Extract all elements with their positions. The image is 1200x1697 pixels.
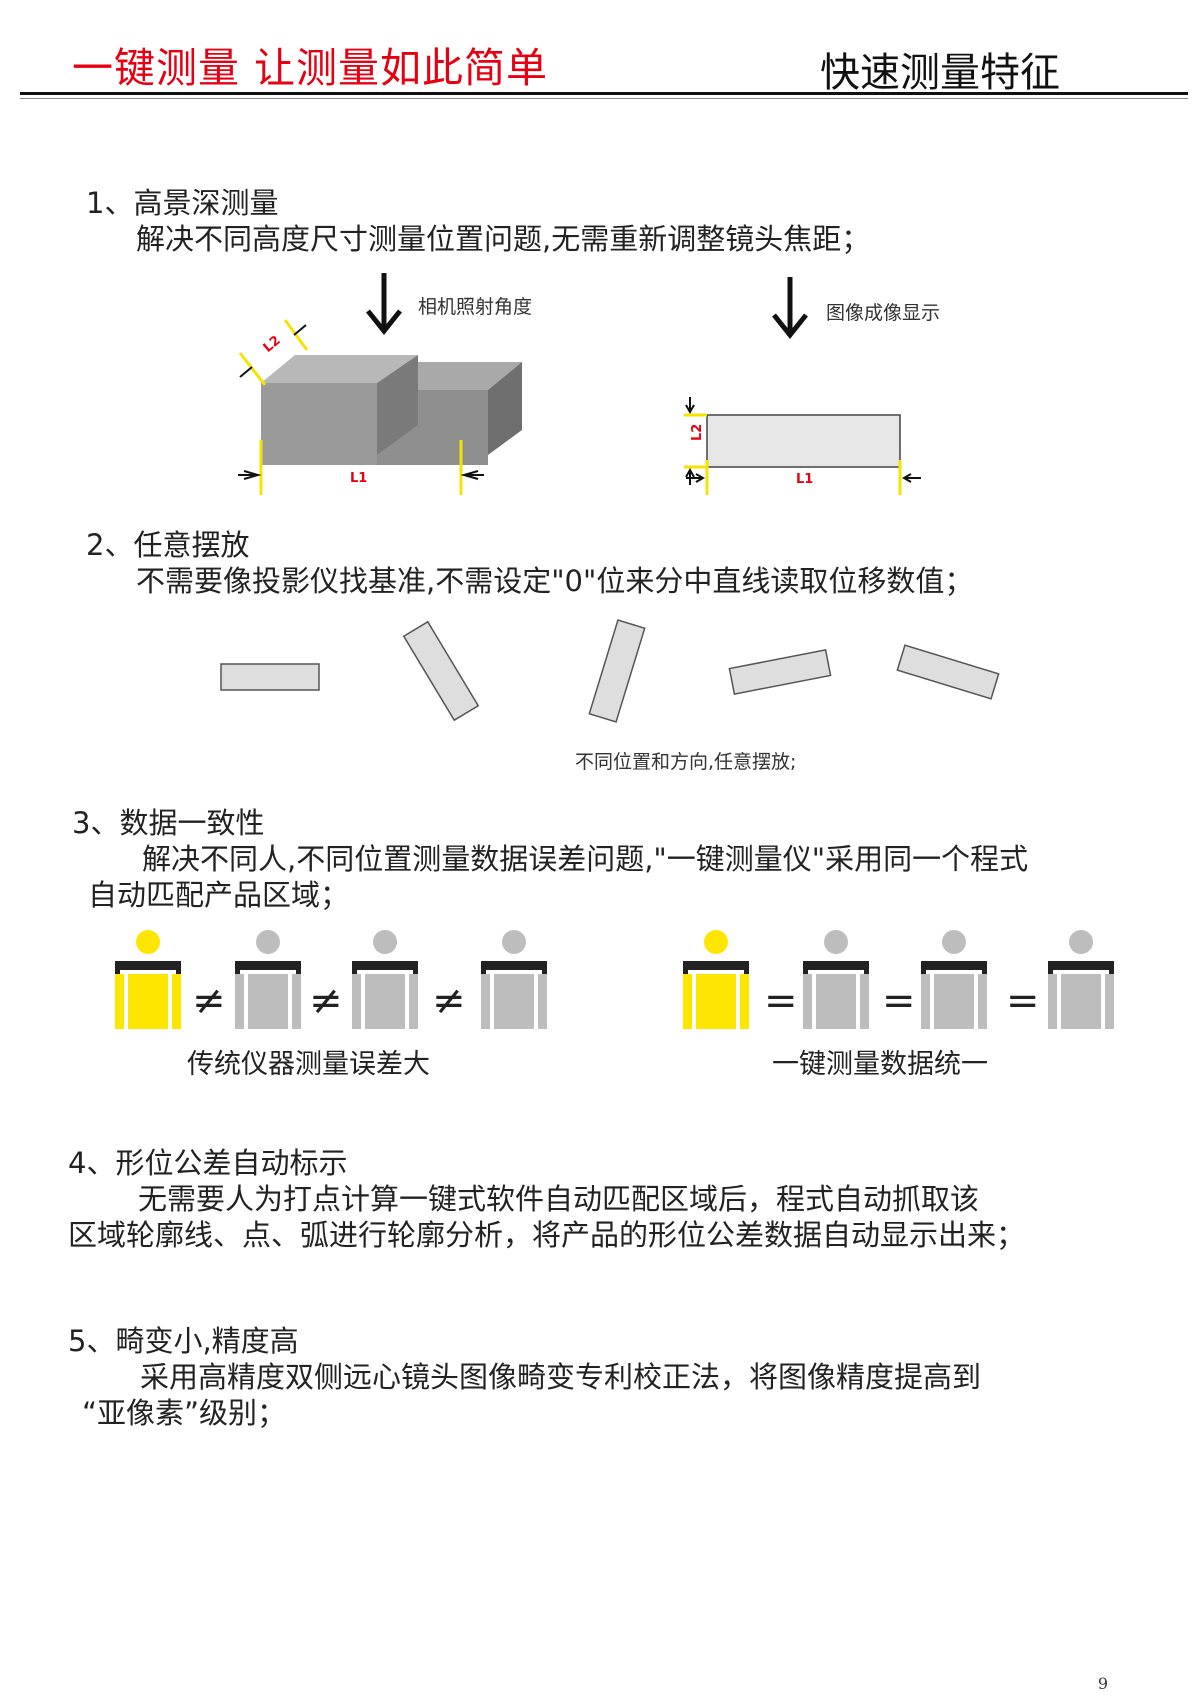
- equal-sign-1: =: [764, 978, 798, 1024]
- depth-of-field-figure: 相机照射角度 L1 L2 图像成像显示: [238, 273, 940, 495]
- camera-arrow-icon: [366, 273, 402, 336]
- dim-l1-label-right: L1: [796, 472, 813, 487]
- section-5-heading: 5、畸变小,精度高: [68, 1324, 299, 1358]
- header-right-title: 快速测量特征: [820, 50, 1060, 96]
- traditional-error-caption: 传统仪器测量误差大: [187, 1049, 430, 1080]
- person-icon: [921, 930, 987, 1029]
- page-number: 9: [1097, 1674, 1108, 1693]
- section-1-heading: 1、高景深测量: [86, 186, 279, 220]
- stepped-block-3d: [261, 355, 522, 465]
- section-4-body-line-2: 区域轮廓线、点、弧进行轮廓分析，将产品的形位公差数据自动显示出来；: [68, 1218, 1026, 1252]
- section-4-heading: 4、形位公差自动标示: [68, 1146, 348, 1180]
- section-2-body: 不需要像投影仪找基准,不需设定"0"位来分中直线读取位移数值；: [136, 564, 974, 598]
- dim-l1-label-left: L1: [350, 471, 367, 486]
- header-divider-thin: [20, 98, 1188, 99]
- section-3-body-line-1: 解决不同人,不同位置测量数据误差问题,"一键测量仪"采用同一个程式: [142, 842, 1029, 876]
- section-3-heading: 3、数据一致性: [72, 806, 265, 840]
- not-equal-sign-3: ≠: [432, 978, 466, 1024]
- part-rect-5: [896, 644, 1000, 700]
- consistency-figure: ≠ ≠ ≠ = = =: [115, 930, 1114, 1029]
- part-rect-3: [588, 619, 646, 723]
- part-rect-4: [728, 649, 832, 695]
- placement-caption: 不同位置和方向,任意摆放;: [575, 751, 797, 773]
- unified-data-caption: 一键测量数据统一: [772, 1049, 988, 1080]
- dim-l2-label-right: L2: [690, 424, 705, 441]
- person-icon: [235, 930, 301, 1029]
- part-rect-2: [402, 620, 480, 722]
- section-5-body-line-2: “亚像素”级别；: [82, 1396, 287, 1430]
- not-equal-sign-1: ≠: [192, 978, 226, 1024]
- person-icon: [352, 930, 418, 1029]
- image-arrow-icon: [772, 277, 808, 340]
- dimension-l1-left: [238, 440, 484, 495]
- projected-image-rect: [706, 414, 901, 468]
- section-5-body-line-1: 采用高精度双侧远心镜头图像畸变专利校正法，将图像精度提高到: [140, 1360, 982, 1394]
- part-rect-1: [220, 663, 320, 691]
- person-highlight-icon: [683, 930, 749, 1029]
- section-2-heading: 2、任意摆放: [86, 528, 250, 562]
- dimension-right: [684, 397, 921, 495]
- header-divider: [20, 92, 1188, 95]
- image-display-caption: 图像成像显示: [826, 302, 940, 324]
- person-icon: [481, 930, 547, 1029]
- dimension-l2-left: [238, 319, 309, 386]
- section-1-body: 解决不同高度尺寸测量位置问题,无需重新调整镜头焦距；: [136, 222, 871, 256]
- header-left-title: 一键测量 让测量如此简单: [72, 44, 549, 92]
- camera-angle-caption: 相机照射角度: [418, 296, 532, 318]
- not-equal-sign-2: ≠: [309, 978, 343, 1024]
- equal-sign-3: =: [1006, 978, 1040, 1024]
- section-4-body-line-1: 无需要人为打点计算一键式软件自动匹配区域后，程式自动抓取该: [138, 1182, 980, 1216]
- section-3-body-line-2: 自动匹配产品区域；: [88, 878, 350, 912]
- person-highlight-icon: [115, 930, 181, 1029]
- arbitrary-placement-figure: [220, 619, 1000, 723]
- person-icon: [1048, 930, 1114, 1029]
- person-icon: [803, 930, 869, 1029]
- dim-l2-label-left: L2: [261, 333, 284, 356]
- equal-sign-2: =: [882, 978, 916, 1024]
